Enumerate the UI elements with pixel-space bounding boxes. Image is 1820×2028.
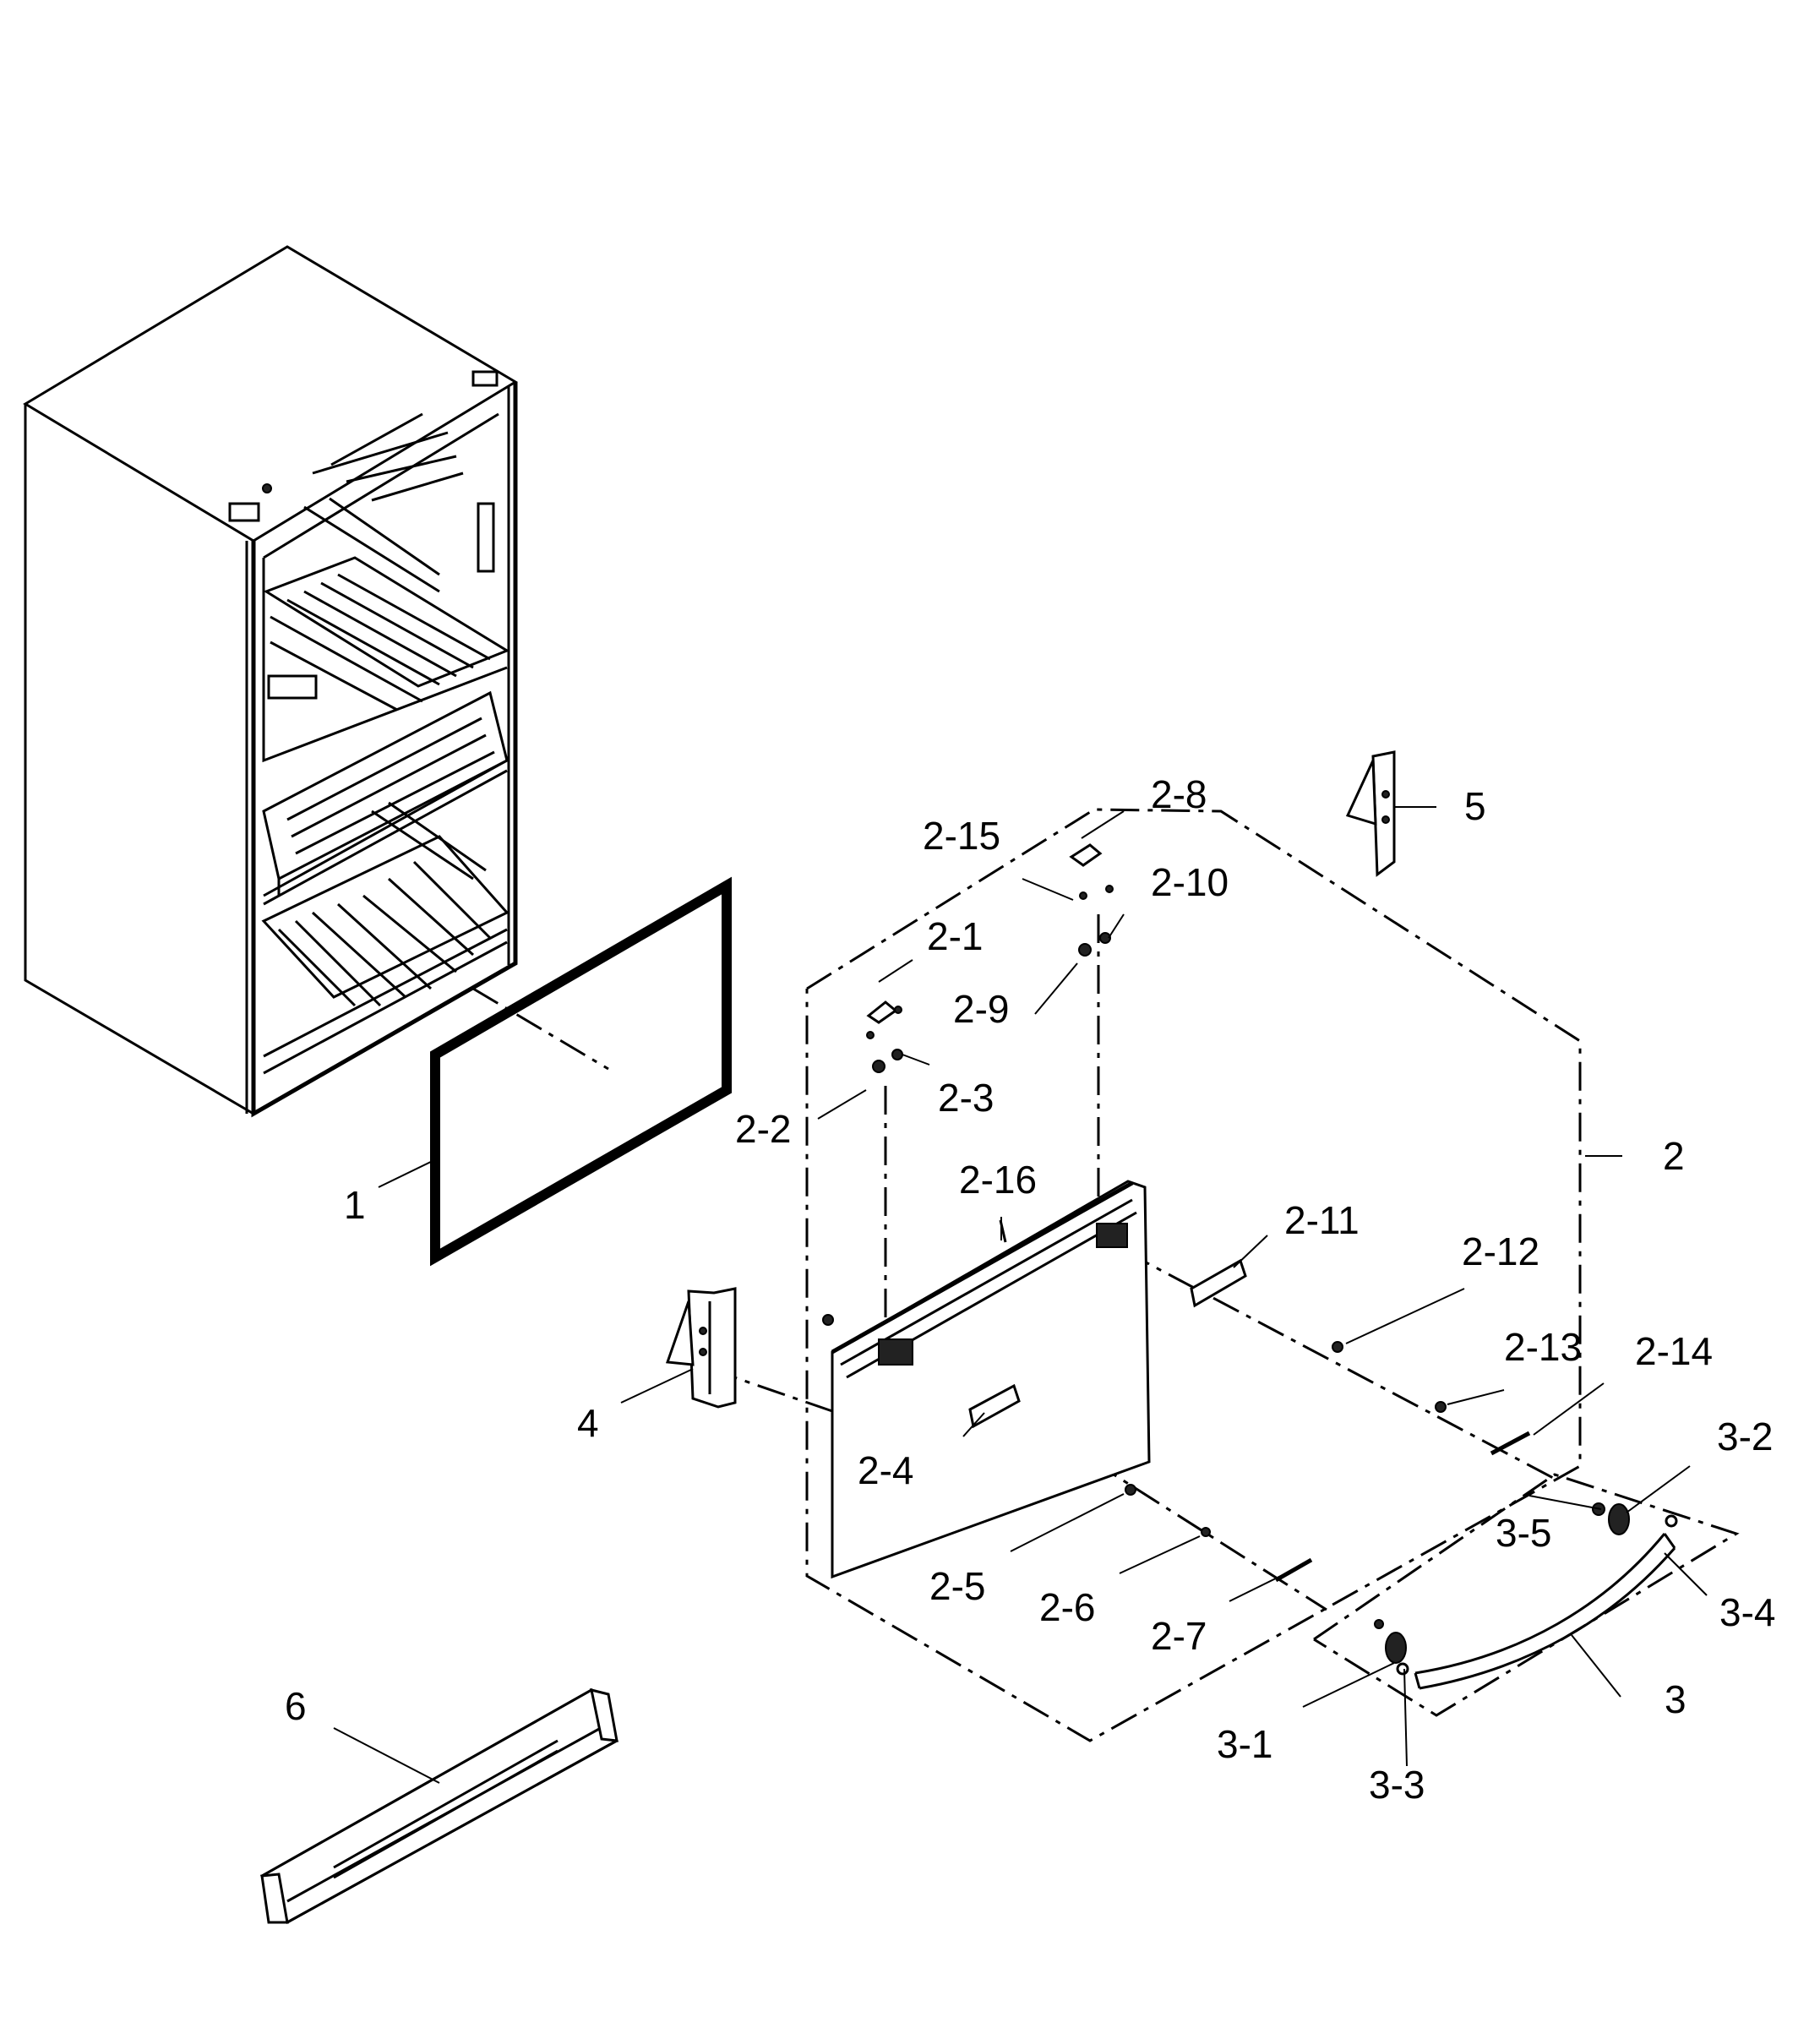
callout-2: 2 xyxy=(1663,1134,1685,1178)
callout-2-5: 2-5 xyxy=(929,1564,985,1608)
callout-6: 6 xyxy=(285,1684,307,1728)
callout-2-2: 2-2 xyxy=(735,1107,791,1151)
callout-2-10: 2-10 xyxy=(1151,860,1229,904)
callout-2-12: 2-12 xyxy=(1462,1229,1539,1273)
lower-right-hinge xyxy=(1345,750,1396,877)
callout-2-16: 2-16 xyxy=(959,1158,1037,1202)
slide-brackets xyxy=(968,1258,1531,1583)
callout-4: 4 xyxy=(577,1401,599,1445)
hinge-small-parts xyxy=(866,843,1114,1243)
callout-3-4: 3-4 xyxy=(1719,1590,1775,1634)
callout-3-1: 3-1 xyxy=(1217,1722,1272,1766)
lower-left-hinge xyxy=(665,1287,737,1409)
callout-3-2: 3-2 xyxy=(1717,1415,1773,1458)
refrigerator-cabinet xyxy=(23,245,518,1118)
callout-5: 5 xyxy=(1464,784,1486,828)
callout-2-6: 2-6 xyxy=(1039,1585,1095,1629)
callout-3-3: 3-3 xyxy=(1369,1763,1425,1807)
callout-3: 3 xyxy=(1665,1677,1686,1721)
callout-1: 1 xyxy=(344,1183,366,1227)
door-handle-assembly xyxy=(1313,1473,1740,1717)
freezer-door-panel xyxy=(822,1180,1151,1579)
callout-2-8: 2-8 xyxy=(1151,772,1207,816)
callout-2-7: 2-7 xyxy=(1151,1614,1207,1658)
callout-2-11: 2-11 xyxy=(1284,1198,1360,1242)
door-gasket xyxy=(430,876,732,1267)
callout-2-15: 2-15 xyxy=(923,814,1000,858)
freezer-bin xyxy=(259,1687,618,1925)
callout-2-13: 2-13 xyxy=(1504,1325,1582,1369)
leader-lines xyxy=(333,806,1708,1784)
callout-2-1: 2-1 xyxy=(927,914,983,958)
callout-2-3: 2-3 xyxy=(938,1076,994,1120)
callout-2-4: 2-4 xyxy=(858,1448,913,1492)
callout-2-9: 2-9 xyxy=(953,987,1009,1031)
freezer-door-assembly-outline xyxy=(709,808,1582,1742)
callout-2-14: 2-14 xyxy=(1635,1329,1713,1373)
callout-3-5: 3-5 xyxy=(1496,1511,1551,1555)
